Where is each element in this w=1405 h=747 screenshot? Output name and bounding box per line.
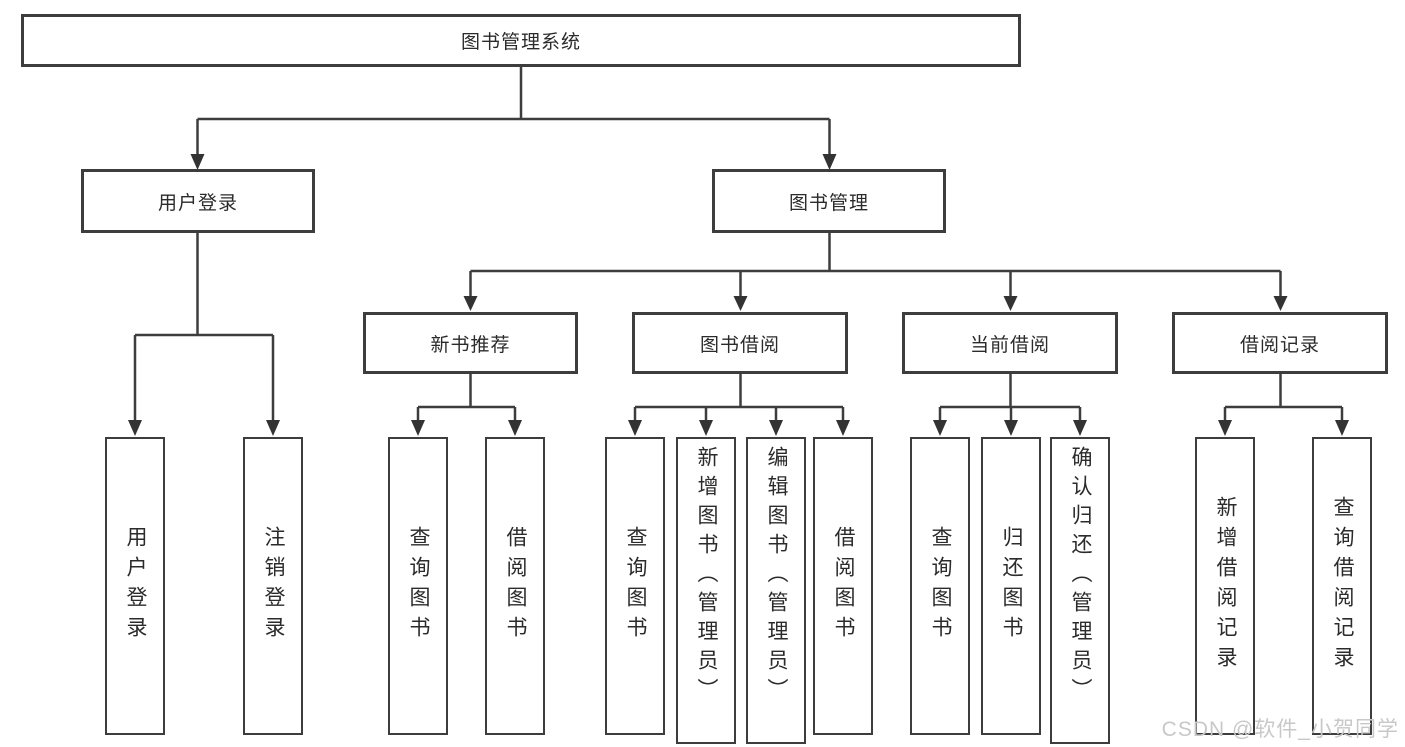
leaf-current-return-books: 归还图书 xyxy=(981,437,1041,735)
leaf-user-login: 用户登录 xyxy=(105,437,165,735)
node-book-borrowing: 图书借阅 xyxy=(632,312,848,374)
leaf-borrowing-borrow-books: 借阅图书 xyxy=(813,437,873,735)
node-root-library-management-system: 图书管理系统 xyxy=(21,14,1021,67)
leaf-records-add-record: 新增借阅记录 xyxy=(1195,437,1255,735)
leaf-current-query-books: 查询图书 xyxy=(910,437,970,735)
node-borrowing-records: 借阅记录 xyxy=(1172,312,1388,374)
node-book-management: 图书管理 xyxy=(712,169,946,233)
leaf-borrowing-edit-books-admin: 编辑图书（管理员） xyxy=(746,437,806,744)
leaf-current-confirm-return-admin: 确认归还（管理员） xyxy=(1050,437,1110,744)
leaf-borrowing-query-books: 查询图书 xyxy=(605,437,665,735)
csdn-watermark: CSDN @软件_小贺同学 xyxy=(1161,718,1399,741)
leaf-borrowing-add-books-admin: 新增图书（管理员） xyxy=(676,437,736,744)
arrowhead-icons xyxy=(128,154,1349,436)
node-current-borrowing: 当前借阅 xyxy=(902,312,1118,374)
leaf-records-query-record: 查询借阅记录 xyxy=(1312,437,1372,735)
leaf-logout: 注销登录 xyxy=(243,437,303,735)
leaf-newbook-borrow-books: 借阅图书 xyxy=(485,437,545,735)
node-user-login: 用户登录 xyxy=(81,169,315,233)
node-new-book-recommend: 新书推荐 xyxy=(363,312,578,374)
leaf-newbook-query-books: 查询图书 xyxy=(388,437,448,735)
